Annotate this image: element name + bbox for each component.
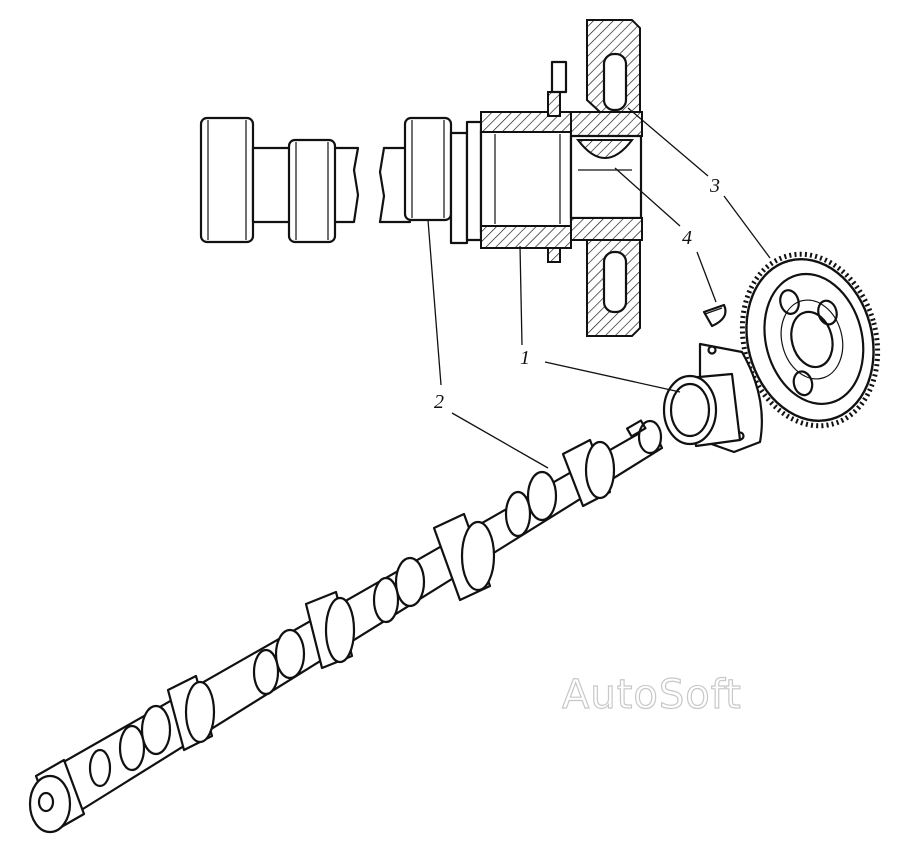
callout-1: 1 (519, 245, 681, 393)
callout-label-3: 3 (709, 175, 720, 197)
callout-2: 2 (427, 219, 549, 469)
camshaft-journal (166, 674, 216, 752)
shaft-journal-right (403, 116, 483, 245)
callout-label-2: 2 (434, 391, 444, 413)
woodruff-key (702, 303, 727, 328)
cam-lobes (88, 470, 558, 788)
callout-label-4: 4 (682, 227, 692, 249)
camshaft (28, 419, 664, 834)
thrust-flange (662, 342, 763, 454)
camshaft-journal (304, 590, 356, 670)
watermark-text: AutoSoft (562, 672, 742, 718)
flange-housing-section (479, 60, 573, 263)
camshaft-journal (561, 438, 616, 508)
gear-hub-section (569, 19, 643, 337)
callout-3: 3 (627, 107, 771, 259)
camshaft-gear (739, 251, 881, 429)
camshaft-rear-end (28, 758, 86, 834)
shaft-journal-left (199, 116, 360, 244)
camshaft-nose (625, 419, 663, 455)
callout-label-1: 1 (520, 347, 530, 369)
section-view (199, 19, 643, 337)
camshaft-journal (432, 512, 496, 602)
callout-4: 4 (614, 167, 717, 303)
